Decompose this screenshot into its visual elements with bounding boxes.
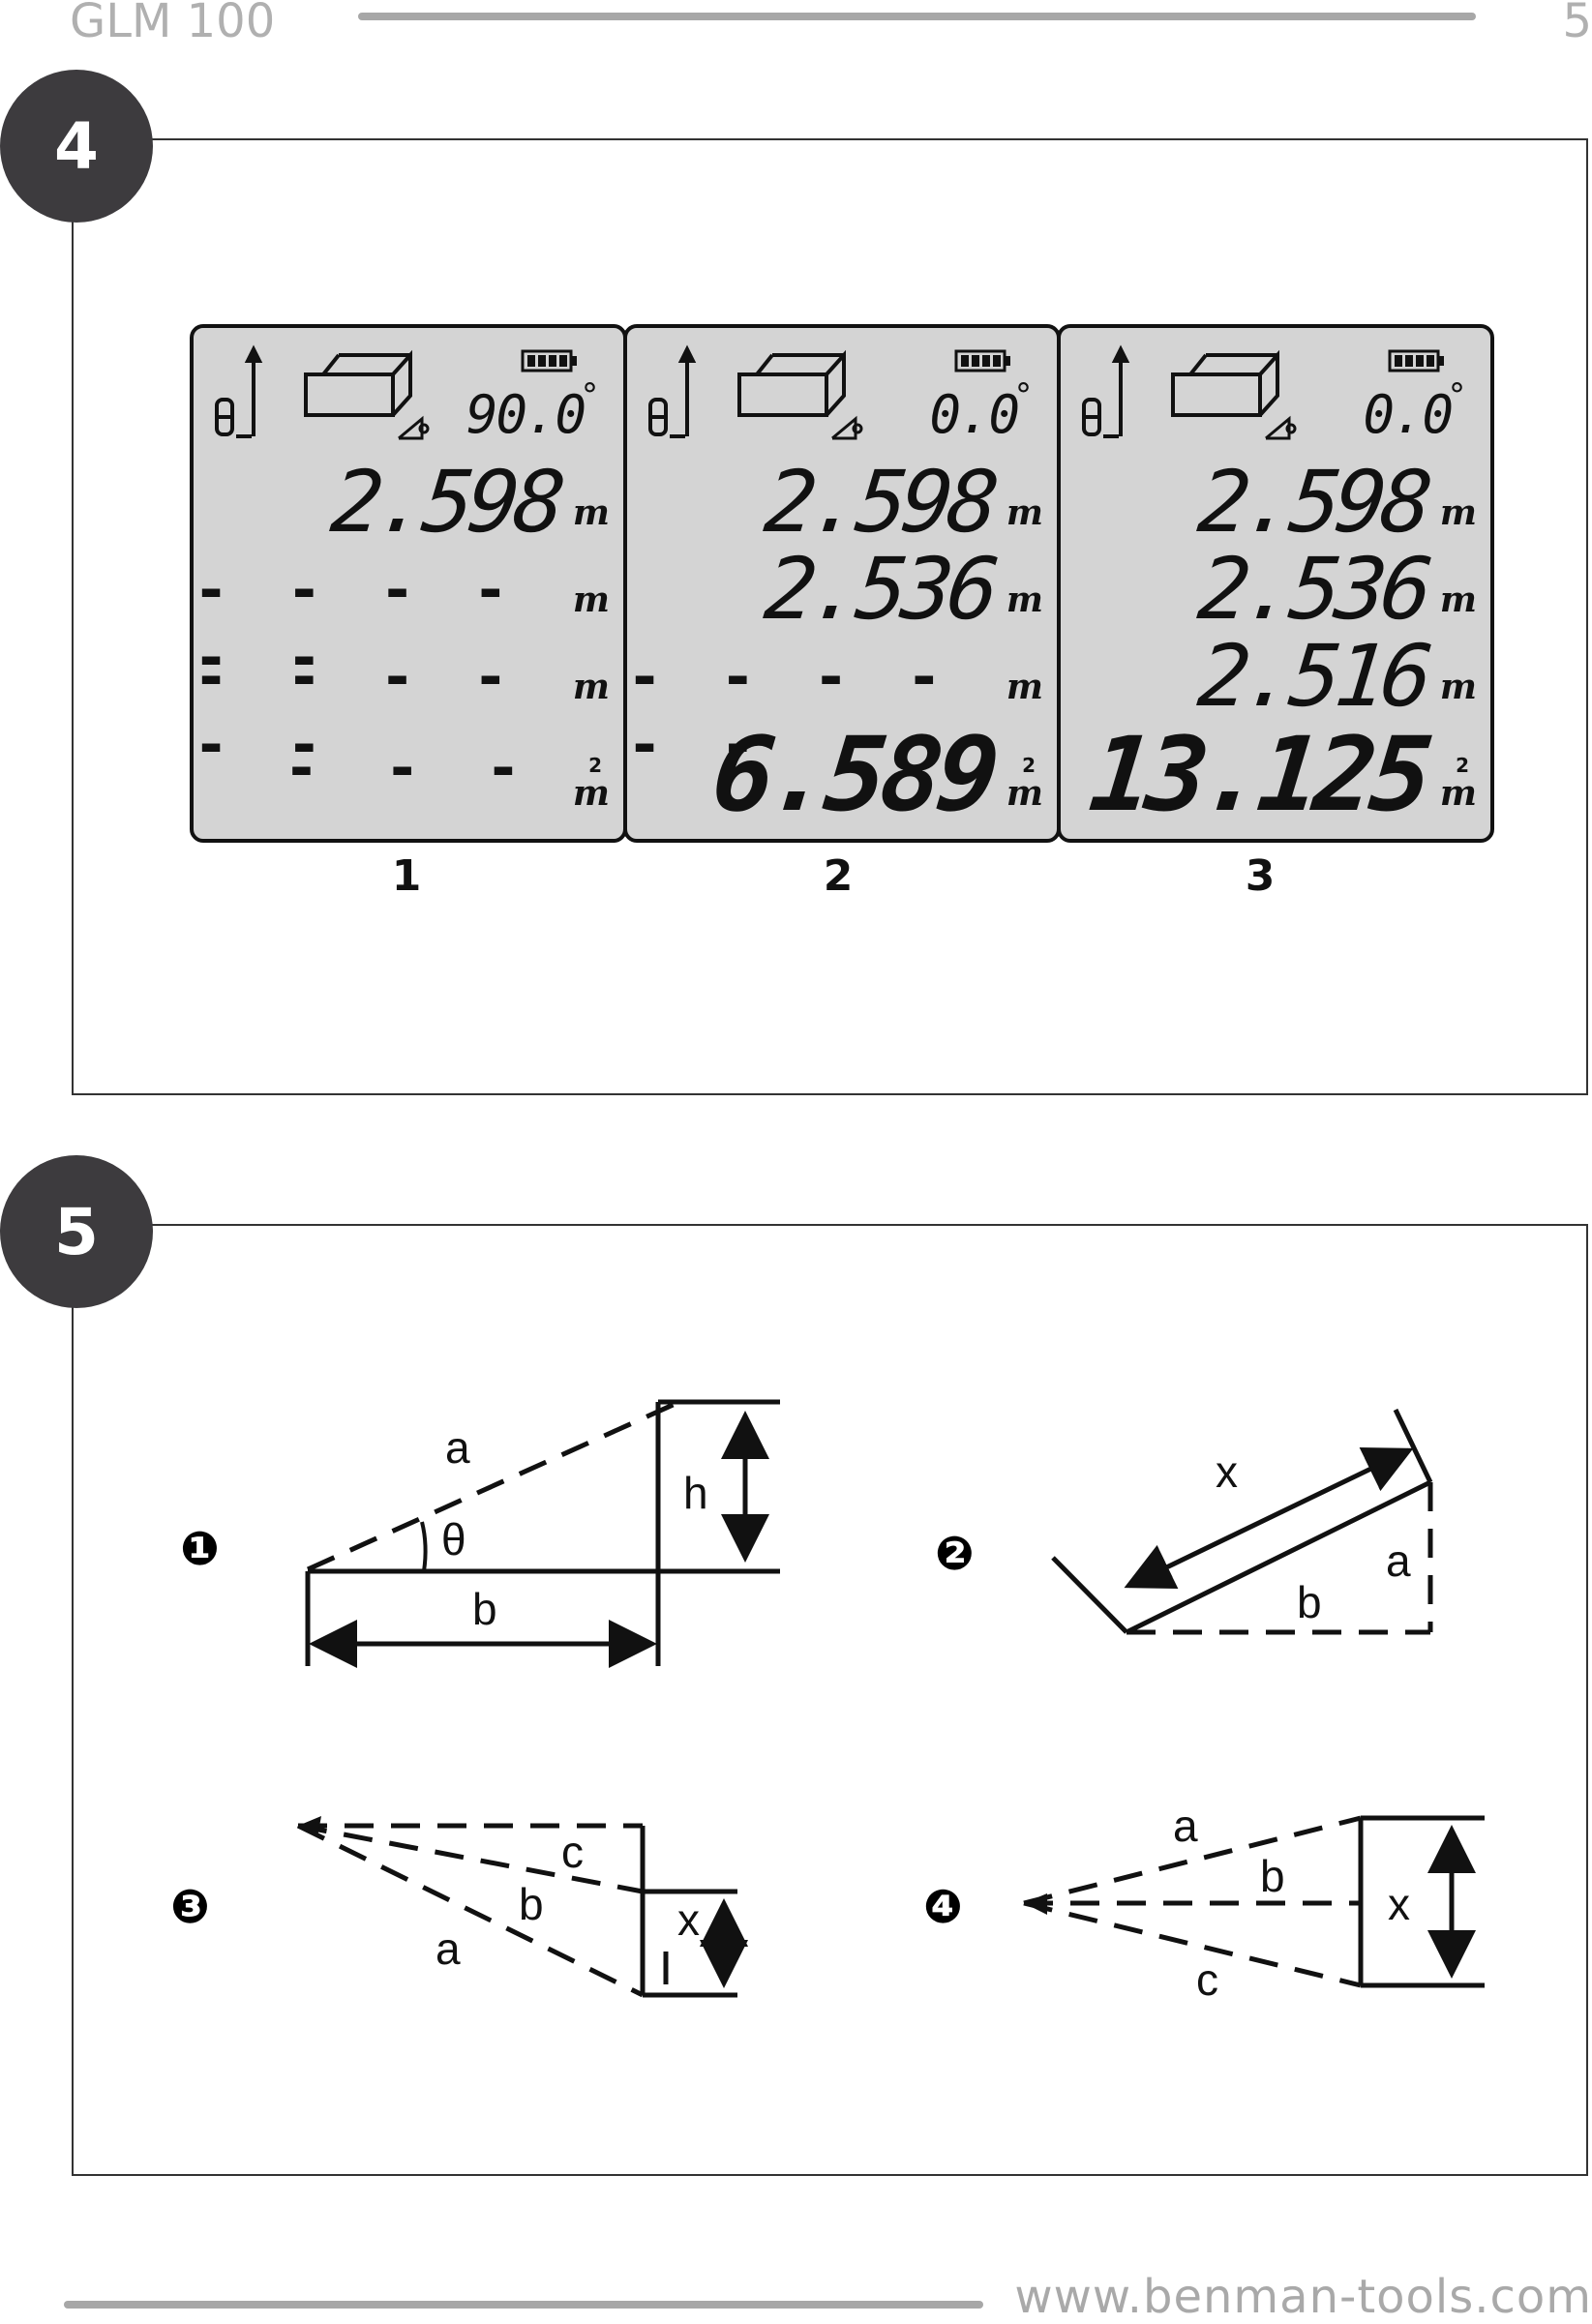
area-superscript: 2 [588,754,602,777]
measurement-diagrams: a h θ b ❶ x a b ❷ c b [170,1399,1485,2005]
degree-sign: ° [582,376,598,415]
lcd-caption-2: 2 [823,851,854,901]
measurement-1: 2.598 [760,452,999,551]
diagram-1-label-theta: θ [441,1514,466,1564]
unit-label: m [1006,492,1043,533]
unit-label: m [1439,667,1477,707]
battery-icon [521,349,577,372]
diagram-4-label-c: c [1196,1954,1218,2005]
angle-icon [831,415,863,440]
lcd-display-1: 90.0 ° 2.598 - - - - - - - - - - - - - -… [190,324,627,843]
battery-icon [954,349,1010,372]
diagram-4-label-b: b [1260,1851,1285,1901]
figure-section-5: a h θ b ❶ x a b ❷ c b [72,1224,1588,2176]
measurement-3: - - - - - - [627,643,953,779]
lcd-caption-3: 3 [1245,851,1276,901]
unit-label: m [1439,492,1477,533]
diagram-4-label-x: x [1388,1879,1410,1929]
volume-icon [737,349,846,417]
result-value: - - - [284,734,536,802]
lcd-icons [1082,344,1444,440]
tilt-angle: 0.0 [929,384,1020,445]
diagram-3 [296,1823,748,1998]
page-number: 5 [1562,0,1592,48]
diagram-1-marker: ❶ [180,1522,220,1576]
diagram-1 [305,1399,780,1668]
document-title: GLM 100 [70,0,276,48]
diagram-1-label-h: h [683,1468,708,1518]
unit-label: m [572,773,610,814]
header-rule [358,13,1476,20]
diagram-3-label-c: c [561,1827,584,1877]
diagram-3-label-x: x [677,1894,700,1945]
angle-icon [1265,415,1297,440]
section-badge-4: 4 [0,70,153,223]
diagram-3-label-a: a [436,1923,461,1974]
volume-icon [304,349,412,417]
lcd-icons [648,344,1010,440]
unit-label: m [1006,773,1043,814]
diagram-4-marker: ❹ [923,1880,963,1934]
diagram-1-label-b: b [472,1584,497,1634]
reference-icon [648,344,697,438]
lcd-display-3: 0.0 ° 2.598 2.536 2.516 13.125 m m m 2 m [1057,324,1494,843]
measurement-2: 2.536 [760,539,999,639]
tilt-angle: 90.0 [466,384,586,445]
degree-sign: ° [1015,376,1032,415]
area-superscript: 2 [1456,754,1469,777]
diagram-3-label-b: b [519,1879,544,1929]
area-superscript: 2 [1022,754,1036,777]
unit-label: m [1006,580,1043,620]
unit-label: m [572,492,610,533]
measurement-3: - - - - - - [194,643,520,779]
lcd-caption-1: 1 [391,851,422,901]
measurement-2: - - - - - - [194,556,520,692]
lcd-icons [215,344,577,440]
section-badge-5: 5 [0,1155,153,1308]
diagram-1-label-a: a [445,1422,470,1473]
measurement-3: 2.516 [1193,626,1432,726]
result-value: 13.125 [1084,715,1433,834]
diagram-3-marker: ❸ [170,1880,210,1934]
tilt-angle: 0.0 [1363,384,1454,445]
unit-label: m [572,667,610,707]
footer-rule [64,2301,983,2309]
measurement-1: 2.598 [1193,452,1432,551]
diagram-2-label-a: a [1386,1535,1411,1586]
degree-sign: ° [1449,376,1465,415]
unit-label: m [1006,667,1043,707]
diagram-4-label-a: a [1173,1801,1198,1851]
diagram-2-label-b: b [1297,1577,1322,1627]
diagram-2-marker: ❷ [935,1527,975,1581]
diagram-4 [1023,1815,1485,1988]
reference-icon [1082,344,1130,438]
diagram-2 [1051,1408,1433,1635]
battery-icon [1388,349,1444,372]
diagram-2-label-x: x [1216,1446,1238,1497]
figure-section-4: 90.0 ° 2.598 - - - - - - - - - - - - - -… [72,138,1588,1095]
measurement-2: 2.536 [1193,539,1432,639]
result-value: 6.589 [706,715,1000,834]
unit-label: m [1439,773,1477,814]
measurement-1: 2.598 [326,452,565,551]
volume-icon [1171,349,1279,417]
footer-url: www.benman-tools.com [1014,2270,1592,2324]
unit-label: m [572,580,610,620]
lcd-display-2: 0.0 ° 2.598 2.536 - - - - - - 6.589 m m … [623,324,1061,843]
angle-icon [398,415,430,440]
reference-icon [215,344,263,438]
unit-label: m [1439,580,1477,620]
